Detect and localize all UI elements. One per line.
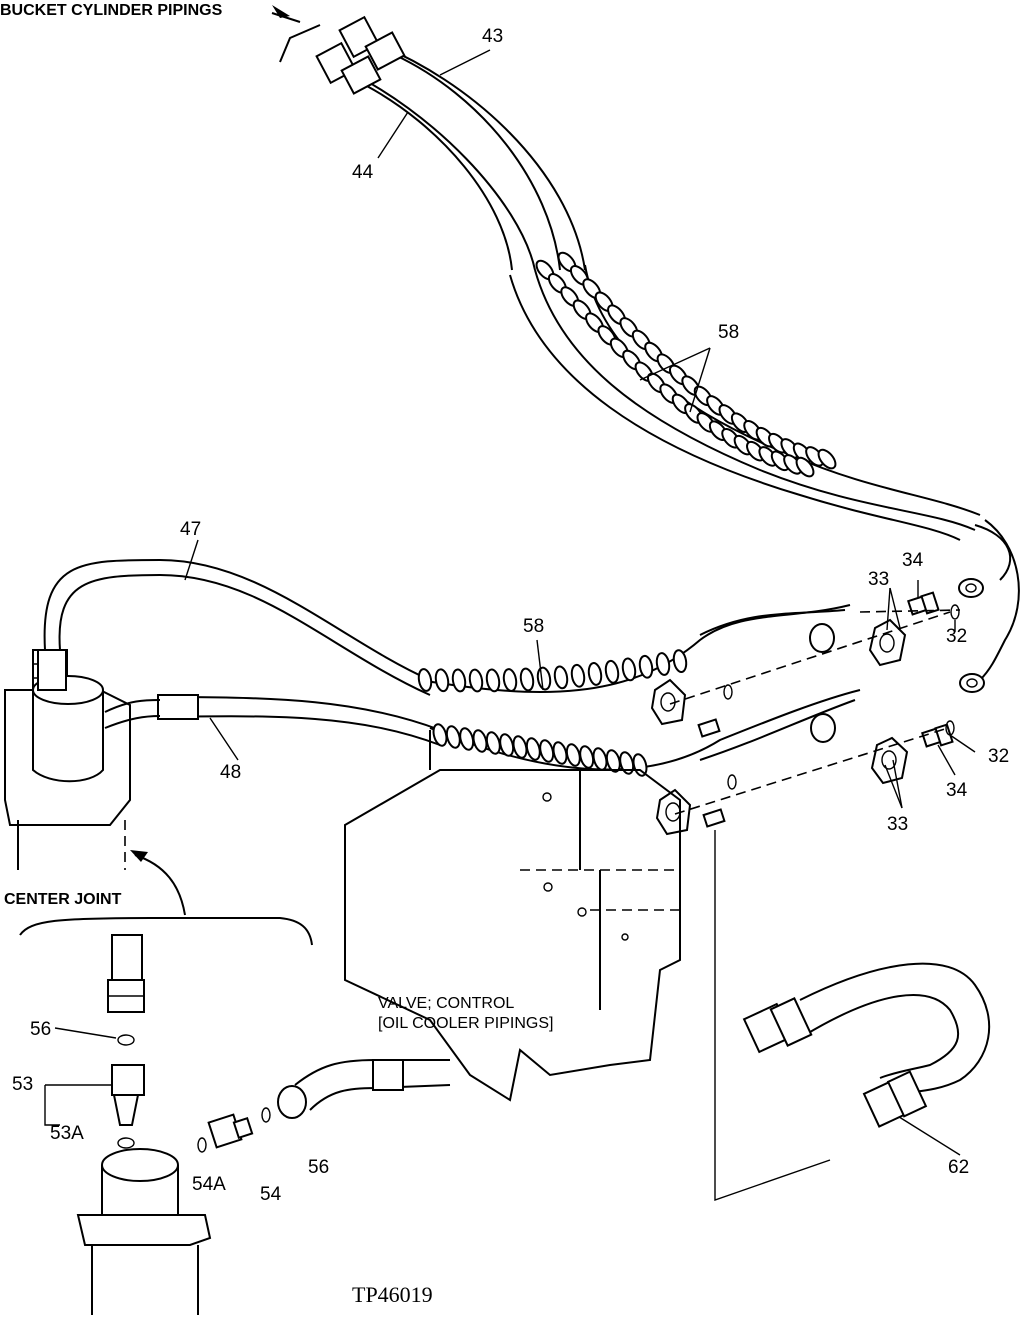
callout-54a: 54A	[192, 1174, 226, 1195]
callout-44: 44	[352, 162, 374, 183]
callout-43: 43	[482, 26, 503, 47]
o-ring-left-lower	[727, 774, 737, 790]
alignment-lines	[669, 609, 961, 815]
spiral-guard-ring	[502, 668, 518, 692]
hose-bundle-58-mid	[417, 604, 861, 777]
flange-left-upper	[650, 678, 687, 726]
spiral-guard-ring	[795, 456, 815, 478]
spiral-guard-ring	[605, 749, 621, 773]
spiral-guard-ring	[499, 733, 515, 757]
callout-53a: 53A	[50, 1123, 84, 1144]
spiral-guard-ring	[587, 662, 603, 686]
spiral-guard-ring	[672, 649, 688, 674]
flange-33-upper	[868, 618, 907, 667]
hose-bundle-58-top	[509, 251, 1020, 693]
callout-33-top: 33	[868, 569, 889, 590]
leader-lines	[184, 49, 976, 1201]
center-joint-fitting-stack	[44, 934, 145, 1149]
bolt-left-lower	[702, 808, 726, 828]
spiral-guard-ring	[619, 751, 635, 775]
spiral-guard-ring	[459, 727, 475, 751]
callout-58-mid: 58	[523, 616, 544, 637]
o-ring-32-upper	[950, 604, 960, 620]
control-valve	[344, 730, 681, 1102]
callout-34-bot: 34	[946, 780, 968, 801]
spiral-guard-ring	[552, 741, 568, 765]
callout-32-top: 32	[946, 626, 967, 647]
spiral-guard-ring	[565, 743, 581, 767]
callout-58-top: 58	[718, 322, 739, 343]
spiral-guard-ring	[638, 654, 654, 679]
spiral-guard-ring	[472, 729, 488, 753]
hose-62	[742, 962, 991, 1128]
bucket-cylinder-caption: BUCKET CYLINDER PIPINGS	[0, 2, 223, 19]
spiral-guard-ring	[655, 652, 671, 676]
bolt-left-upper	[697, 718, 721, 738]
flange-left-lower	[655, 788, 692, 836]
spiral-guard-ring	[512, 735, 528, 759]
figure-id: TP46019	[352, 1282, 433, 1307]
center-joint-upper	[4, 649, 131, 870]
callout-47: 47	[180, 519, 201, 540]
hose-43	[338, 15, 586, 271]
callout-33-bot: 33	[887, 814, 908, 835]
bolt-34-lower	[921, 723, 954, 748]
o-ring-left-upper	[723, 684, 733, 700]
spiral-guard-ring	[579, 745, 595, 769]
bucket-arrow-icon	[271, 5, 321, 63]
spiral-guard-ring	[468, 668, 484, 693]
valve-caption-line2: [OIL COOLER PIPINGS]	[378, 1015, 553, 1032]
spiral-guard-ring	[817, 448, 837, 470]
spiral-guard-ring	[525, 737, 541, 761]
spiral-guard-ring	[417, 668, 433, 692]
callout-34-top: 34	[902, 550, 924, 571]
hose-elbow	[277, 1059, 451, 1119]
callout-48: 48	[220, 762, 241, 783]
adapter-54	[197, 1107, 271, 1153]
spiral-guard-ring	[536, 666, 552, 691]
callout-32-mid: 32	[988, 746, 1009, 767]
bolt-34-upper	[907, 591, 940, 616]
spiral-guard-ring	[570, 663, 586, 688]
spiral-guard-ring	[434, 668, 450, 693]
spiral-guard-ring	[604, 659, 620, 684]
spiral-guard-ring	[432, 723, 448, 747]
valve-caption-line1: VALVE; CONTROL	[378, 995, 514, 1012]
hose-48	[104, 694, 441, 746]
spiral-guard-ring	[485, 668, 501, 693]
center-joint-arrow-icon	[19, 850, 313, 946]
spiral-guard-ring	[553, 665, 569, 690]
spiral-guard-ring	[539, 739, 555, 763]
callout-56-left: 56	[30, 1019, 51, 1040]
hose-47	[32, 558, 431, 696]
spiral-guard-ring	[451, 668, 467, 693]
spiral-guard-ring	[621, 657, 637, 682]
spiral-guard-ring	[485, 731, 501, 755]
spiral-guard-ring	[519, 667, 535, 692]
center-joint-lower	[76, 1148, 212, 1315]
hose-44	[315, 41, 536, 271]
callout-53: 53	[12, 1074, 33, 1095]
callout-56-right: 56	[308, 1157, 329, 1178]
callout-54: 54	[260, 1184, 282, 1205]
spiral-guard-ring	[445, 725, 461, 749]
callout-62: 62	[948, 1157, 969, 1178]
center-joint-caption: CENTER JOINT	[4, 891, 122, 908]
